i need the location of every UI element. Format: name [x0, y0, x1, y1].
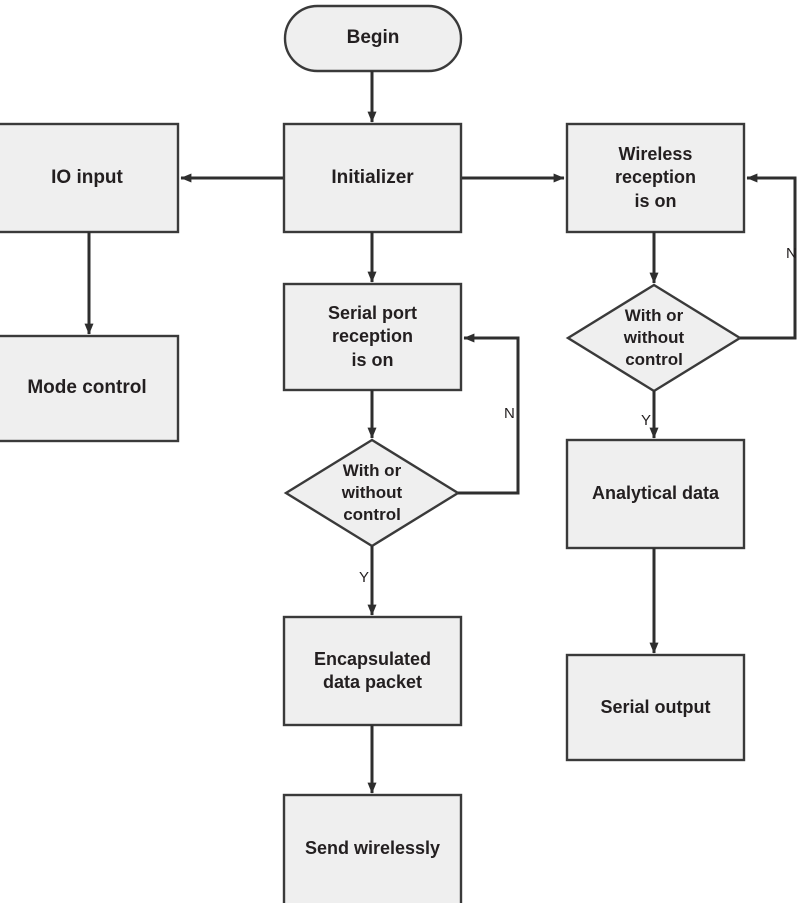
node-begin-shape: [283, 4, 463, 73]
edge-decision-serial-no-loop: [458, 333, 520, 495]
node-serial-output-shape: [565, 653, 746, 762]
edge-decision-wireless-no-loop: [740, 173, 797, 340]
node-wireless-reception-shape: [565, 122, 746, 234]
node-encapsulated-data-packet-shape: [282, 615, 463, 727]
node-io-input-shape: [0, 122, 180, 234]
node-decision-serial-shape: [283, 438, 461, 548]
node-send-wirelessly-shape: [282, 793, 463, 903]
node-serial-port-reception-shape: [282, 282, 463, 392]
node-analytical-data-shape: [565, 438, 746, 550]
node-mode-control-shape: [0, 334, 180, 443]
node-decision-wireless-shape: [565, 283, 743, 393]
node-initializer-shape: [282, 122, 463, 234]
